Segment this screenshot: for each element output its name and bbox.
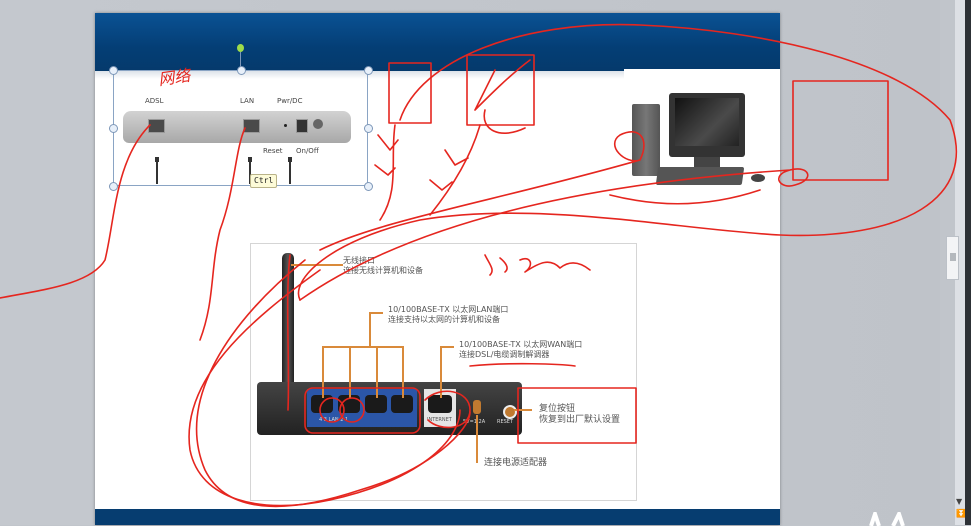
- leader-wan: [440, 346, 442, 398]
- resize-handle-w[interactable]: [109, 124, 118, 133]
- adsl-leg: [156, 162, 158, 184]
- vertical-scrollbar[interactable]: [955, 0, 965, 525]
- router-antenna: [282, 253, 294, 403]
- callout-wan: 10/100BASE-TX 以太网WAN端口 连接DSL/电缆调制解调器: [459, 340, 582, 360]
- pc-screen: [675, 98, 739, 146]
- lan-pin: [248, 157, 252, 162]
- leader-lan-top: [369, 312, 383, 314]
- reset-panel-label: RESET: [497, 419, 514, 425]
- callout-desc: 连接DSL/电缆调制解调器: [459, 350, 550, 359]
- pc-stand: [694, 157, 720, 167]
- power-button: [313, 119, 323, 129]
- rotate-handle[interactable]: [237, 44, 244, 52]
- leader-lan3: [349, 346, 351, 398]
- resize-handle-n[interactable]: [237, 66, 246, 75]
- power-panel-label: 5V=1.2A: [463, 419, 486, 425]
- slide[interactable]: ADSL LAN Pwr/DC Reset On/Off Ctrl: [95, 13, 780, 525]
- callout-title: 连接电源适配器: [484, 458, 548, 468]
- leader-lan1: [402, 346, 404, 398]
- power-pin: [288, 157, 292, 162]
- leader-wan-top: [440, 346, 454, 348]
- resize-handle-nw[interactable]: [109, 66, 118, 75]
- grip-icon: [950, 253, 956, 261]
- adsl-port: [148, 119, 165, 133]
- modem-body: [123, 111, 351, 143]
- computer-image[interactable]: [624, 69, 780, 194]
- callout-title: 复位按钮: [539, 404, 576, 414]
- leader-lan-stem: [369, 312, 371, 348]
- callout-desc: 恢复到出厂默认设置: [539, 415, 621, 425]
- ink-note-top: 网络: [157, 65, 192, 90]
- callout-wireless: 无线接口 连接无线计算机和设备: [343, 256, 423, 276]
- power-leg: [289, 162, 291, 184]
- lan-panel-label: 4 3 LAN 2 1: [319, 417, 349, 423]
- resize-handle-e[interactable]: [364, 124, 373, 133]
- window-edge: [965, 0, 971, 525]
- rotate-line: [240, 52, 241, 70]
- leader-power: [476, 415, 478, 463]
- pc-tower: [632, 104, 660, 176]
- callout-title: 无线接口: [343, 256, 375, 265]
- lan-label: LAN: [240, 97, 255, 105]
- callout-title: 10/100BASE-TX 以太网WAN端口: [459, 340, 583, 349]
- callout-reset: 复位按钮 恢复到出厂默认设置: [539, 404, 620, 426]
- pc-mouse: [751, 174, 765, 182]
- leader-lan2: [376, 346, 378, 398]
- adsl-pin: [155, 157, 159, 162]
- adsl-label: ADSL: [145, 97, 164, 105]
- power-jack: [473, 400, 481, 414]
- scroll-down-icon[interactable]: ▼: [956, 497, 963, 506]
- leader-reset: [514, 409, 532, 411]
- resize-handle-ne[interactable]: [364, 66, 373, 75]
- next-slide-icon[interactable]: ⏬: [956, 509, 966, 518]
- onoff-label: On/Off: [296, 147, 319, 155]
- callout-desc: 连接无线计算机和设备: [343, 266, 423, 275]
- pen-cursor-icon: [869, 512, 905, 526]
- callout-title: 10/100BASE-TX 以太网LAN端口: [388, 305, 509, 314]
- resize-handle-sw[interactable]: [109, 182, 118, 191]
- scrollbar-thumb[interactable]: [946, 236, 959, 280]
- callout-power: 连接电源适配器: [484, 458, 547, 468]
- ctrl-tooltip: Ctrl: [250, 174, 278, 188]
- slide-footer-bar: [95, 509, 780, 525]
- callout-desc: 连接支持以太网的计算机和设备: [388, 315, 500, 324]
- dc-jack: [296, 119, 308, 133]
- modem-image[interactable]: ADSL LAN Pwr/DC Reset On/Off Ctrl: [109, 44, 373, 191]
- leader-lan-bar: [322, 346, 404, 348]
- resize-handle-se[interactable]: [364, 182, 373, 191]
- lan-leg: [249, 162, 251, 184]
- leader-wireless: [291, 264, 343, 266]
- power-label: Pwr/DC: [277, 97, 303, 105]
- pc-monitor: [669, 93, 745, 157]
- reset-label: Reset: [263, 147, 283, 155]
- reset-button: [503, 405, 517, 419]
- slide-title-bar: [95, 13, 780, 71]
- router-diagram[interactable]: 4 3 LAN 2 1 INTERNET 5V=1.2A RESET 无线接口 …: [250, 243, 637, 501]
- wan-panel-label: INTERNET: [427, 417, 452, 423]
- reset-hole: [284, 124, 287, 127]
- leader-lan4: [322, 346, 324, 398]
- pc-keyboard: [655, 167, 745, 185]
- lan-port: [243, 119, 260, 133]
- callout-lan: 10/100BASE-TX 以太网LAN端口 连接支持以太网的计算机和设备: [388, 305, 508, 325]
